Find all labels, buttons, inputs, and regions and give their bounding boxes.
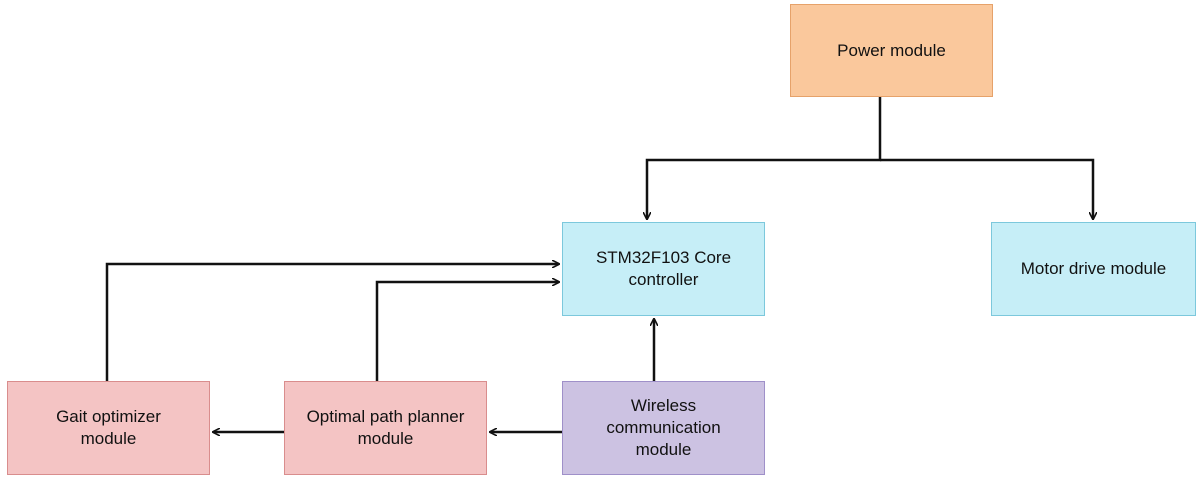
motor-drive-label: Motor drive module [1020,259,1167,278]
gait-optimizer-box: Gait optimizer module [7,381,210,475]
edge-power-to-core [647,97,882,219]
wireless-module-label: Wireless communication module [606,396,721,459]
path-planner-label: Optimal path planner module [306,407,465,448]
edge-planner-to-core [375,282,559,381]
power-module-box: Power module [790,4,993,97]
wireless-module-box: Wireless communication module [562,381,765,475]
core-controller-label: STM32F103 Core controller [595,248,732,289]
core-controller-box: STM32F103 Core controller [562,222,765,316]
edge-gait-to-core [105,264,559,381]
motor-drive-box: Motor drive module [991,222,1196,316]
gait-optimizer-label: Gait optimizer module [56,407,161,448]
power-module-label: Power module [837,40,946,60]
edge-power-to-motor [880,158,1093,219]
path-planner-box: Optimal path planner module [284,381,487,475]
